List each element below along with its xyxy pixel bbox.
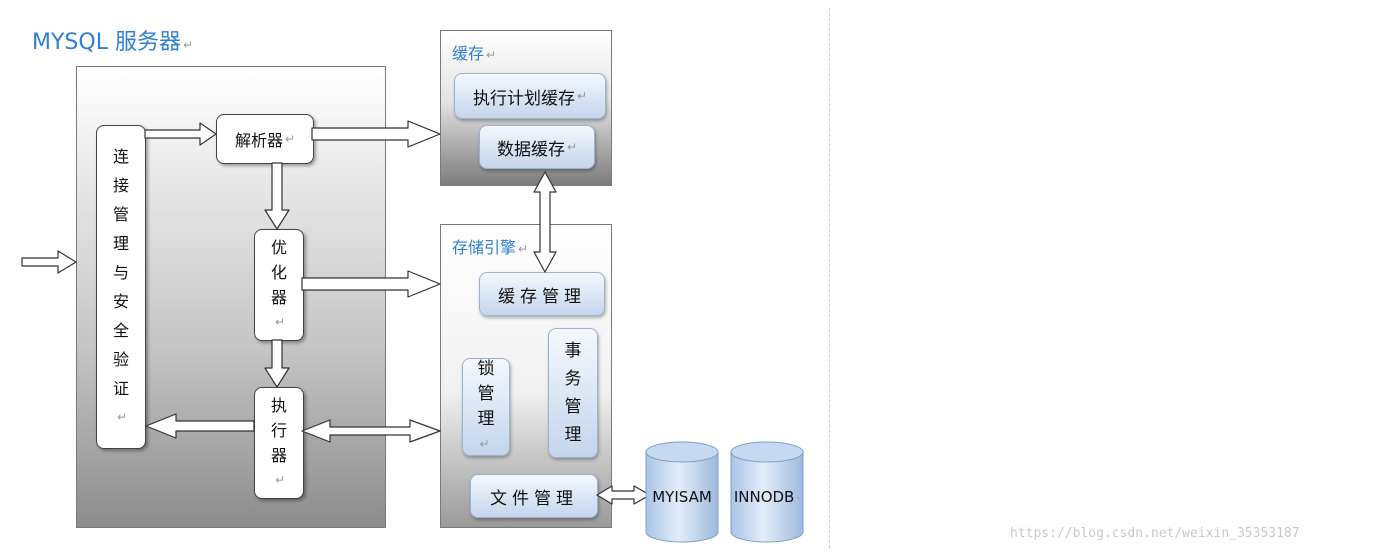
- file-management-label: 文件管理: [490, 488, 578, 509]
- storage-engine-label: 存储引擎↵: [452, 238, 529, 257]
- transaction-char: 管: [564, 397, 582, 417]
- connection-char: 全: [112, 321, 129, 340]
- transaction-char: 理: [564, 425, 582, 445]
- connection-to-parser-arrow: [144, 122, 217, 146]
- executor-storage-double-arrow: [301, 419, 441, 443]
- myisam-label: MYISAM: [652, 488, 712, 506]
- connection-char: 接: [112, 176, 129, 195]
- file-myisam-double-arrow: [596, 485, 651, 505]
- connection-char: 安: [112, 292, 129, 311]
- optimizer-char: 化: [270, 263, 287, 282]
- cache-management-label: 缓存管理: [498, 286, 586, 307]
- transaction-char: 事: [564, 341, 582, 361]
- parser-box: 解析器↵: [216, 114, 314, 164]
- myisam-cylinder: [645, 441, 719, 543]
- optimizer-to-executor-arrow: [264, 339, 290, 388]
- lock-char: 锁: [477, 359, 495, 379]
- diagram-title: MYSQL 服务器↵: [32, 30, 194, 55]
- innodb-label: INNODB·: [733, 488, 801, 506]
- watermark: https://blog.csdn.net/weixin_35353187: [1010, 526, 1300, 541]
- plan-cache-label: 执行计划缓存: [472, 88, 575, 109]
- optimizer-char: 器: [270, 288, 287, 307]
- executor-to-connection-arrow: [145, 413, 255, 439]
- cache-management-box: 缓存管理: [479, 272, 605, 316]
- executor-char: 行: [270, 421, 287, 440]
- cache-panel-label: 缓存↵: [452, 44, 497, 63]
- lock-management-box: 锁 管 理↵: [462, 358, 510, 456]
- optimizer-to-storage-arrow: [301, 270, 441, 298]
- innodb-cylinder: [730, 441, 804, 543]
- connection-char: 理: [112, 234, 129, 253]
- executor-char: 器: [270, 446, 287, 465]
- file-management-box: 文件管理: [470, 474, 598, 518]
- plan-cache-box: 执行计划缓存↵: [454, 73, 606, 119]
- transaction-char: 务: [564, 369, 582, 389]
- connection-char: 与: [112, 263, 129, 282]
- transaction-management-box: 事 务 管 理: [548, 328, 598, 458]
- input-arrow: [21, 250, 77, 274]
- data-cache-box: 数据缓存↵: [479, 125, 595, 169]
- page-divider: [829, 8, 830, 548]
- parser-label: 解析器: [234, 131, 283, 150]
- lock-char: 管: [477, 384, 495, 404]
- connection-char: 证: [112, 379, 129, 398]
- executor-char: 执: [270, 396, 287, 415]
- data-cache-label: 数据缓存: [496, 139, 565, 160]
- executor-box: 执 行 器↵: [254, 387, 304, 499]
- lock-char: 理: [477, 409, 495, 429]
- connection-char: 管: [112, 205, 129, 224]
- parser-to-optimizer-arrow: [264, 162, 290, 230]
- parser-to-cache-arrow: [311, 120, 441, 148]
- connection-manager-box: 连 接 管 理 与 安 全 验 证↵: [96, 125, 146, 449]
- connection-char: 验: [112, 350, 129, 369]
- cache-storage-double-arrow: [533, 171, 557, 273]
- connection-char: 连: [112, 147, 129, 166]
- optimizer-char: 优: [270, 238, 287, 257]
